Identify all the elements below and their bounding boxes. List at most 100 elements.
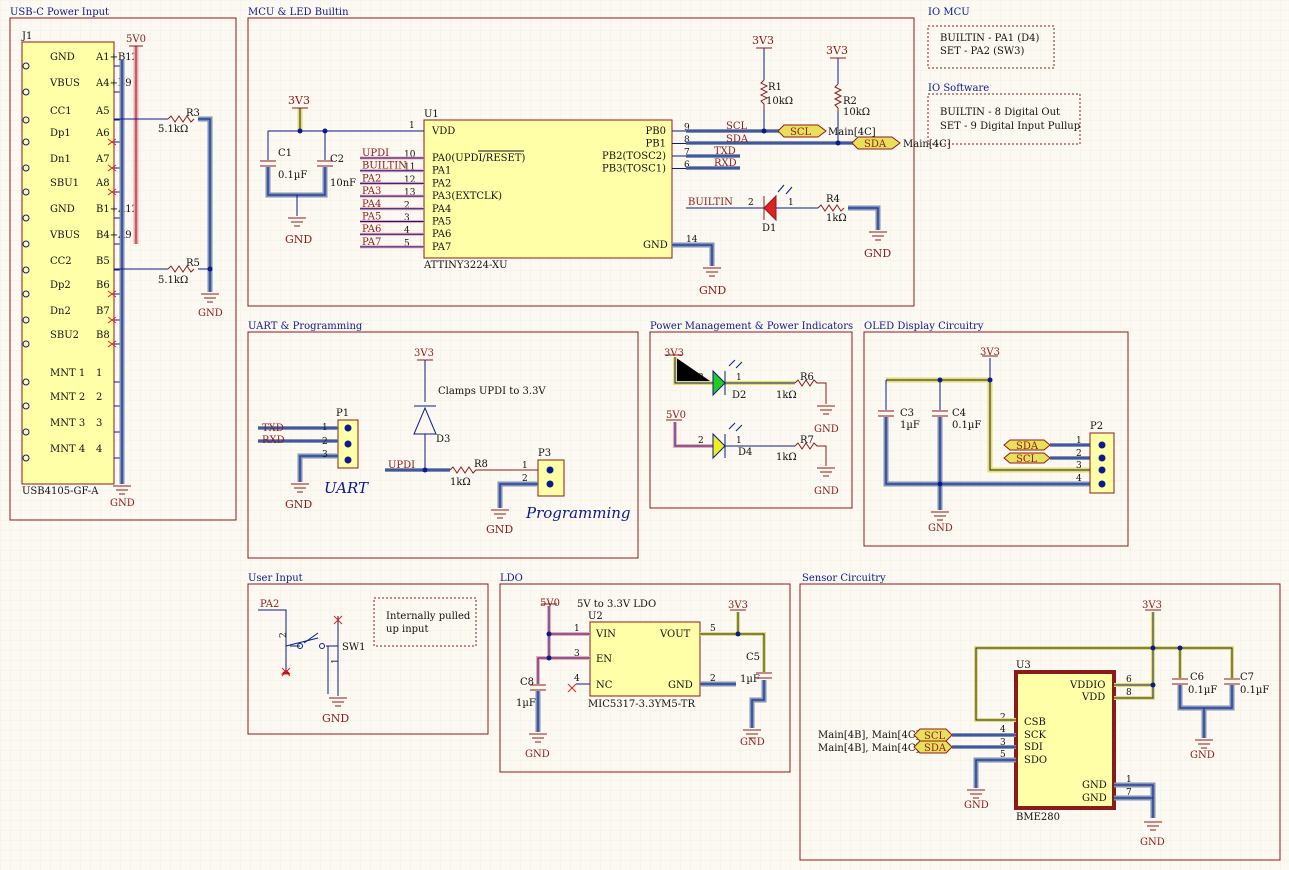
scl-port-label: SCL (790, 127, 812, 138)
p2-n2: 2 (1076, 449, 1082, 459)
usb-pin-name: Dp2 (50, 280, 71, 291)
gnd-symbol-mcu (703, 267, 721, 277)
oled-3v3-label: 3V3 (980, 347, 1000, 358)
c8-value: 1µF (516, 698, 536, 709)
mcu-frame (247, 17, 915, 307)
c3-ref: C3 (900, 408, 914, 419)
scl-port-sensor[interactable]: SCL (913, 728, 953, 742)
ldo-ref: U2 (588, 611, 603, 622)
oled-frame (863, 331, 1129, 547)
c4-ref: C4 (952, 408, 966, 419)
r8-value: 1kΩ (450, 477, 471, 488)
io-sw-line1: BUILTIN - 8 Digital Out (940, 107, 1060, 118)
gnd-symbol-r5 (201, 293, 219, 303)
sensor-sda-sheet-ref: Main[4B], Main[4C] (818, 743, 919, 754)
ldo-n4: 4 (574, 674, 580, 684)
c6-ref: C6 (1190, 672, 1204, 683)
gnd-label-c8: GND (525, 749, 550, 760)
usbc-frame (9, 17, 237, 521)
sda-port-oled[interactable]: SDA (1003, 439, 1051, 452)
p2-ref: P2 (1090, 421, 1103, 432)
sda-port-mcu[interactable]: SDA (851, 136, 901, 150)
scl-sheet-ref: Main[4C] (828, 127, 876, 138)
mcu-left-pins: PA0(UPDI/RESET)10UPDIPA111BUILTINPA212PA… (360, 148, 525, 253)
io-sw-line2: SET - 9 Digital Input Pullup (940, 121, 1080, 132)
c5-ref: C5 (746, 652, 760, 663)
d1-ref: D1 (762, 223, 776, 234)
d1-pin2: 2 (748, 198, 754, 208)
usb-pin-name: MNT 3 (50, 418, 85, 429)
usb-pin-name: SBU2 (50, 330, 79, 341)
pulled-line2: up input (386, 624, 429, 635)
usb-pin-end (22, 454, 30, 462)
mcu-net-label: PA7 (362, 237, 381, 248)
usb-pin-number: A7 (95, 154, 110, 165)
sensor-frame (799, 583, 1281, 861)
usb-pin-name: MNT 1 (50, 368, 85, 379)
ldo-frame (499, 583, 791, 773)
gnd-label-c6c7: GND (1190, 750, 1215, 761)
mcu-chip-body (423, 119, 673, 259)
gnd-symbol-d4 (817, 467, 835, 477)
power-frame (649, 331, 853, 509)
bme-n6: 6 (1126, 675, 1132, 685)
bme-gnd2: GND (1082, 793, 1107, 804)
d2-ref: D2 (732, 390, 746, 401)
r5-value: 5.1kΩ (158, 275, 188, 286)
gnd-symbol-bme (1144, 821, 1162, 831)
no-connect-mark (107, 188, 117, 196)
pulled-line1: Internally pulled (386, 611, 471, 622)
usb-pin-end (22, 62, 30, 70)
usb-pin-number: B8 (96, 330, 110, 341)
mcu-ref: U1 (424, 109, 439, 120)
p3-ref: P3 (538, 448, 551, 459)
uart-frame (247, 331, 639, 559)
r8-ref: R8 (474, 459, 488, 470)
sda-port-sensor[interactable]: SDA (913, 740, 953, 754)
ldo-note: 5V to 3.3V LDO (577, 599, 656, 610)
bme-ref: U3 (1016, 660, 1031, 671)
d4-ref: D4 (738, 447, 752, 458)
mcu-pin-name: PA3(EXTCLK) (432, 191, 502, 202)
bme-n4: 4 (1000, 725, 1006, 735)
gnd-symbol-uart (291, 483, 309, 493)
p3-n2: 2 (522, 474, 528, 484)
mcu-pin-number: 4 (404, 226, 410, 236)
mcu-pin-number: 7 (684, 148, 690, 158)
gnd-label-ldo: GND (740, 737, 765, 748)
c4-value: 0.1µF (952, 420, 981, 431)
mcu-net-label: PA6 (362, 224, 381, 235)
oled-title: OLED Display Circuitry (864, 321, 984, 332)
io-sw-note (927, 93, 1081, 145)
mcu-pin-name: PA2 (432, 178, 451, 189)
p2-n4: 4 (1076, 474, 1082, 484)
mcu-part: ATTINY3224-XU (423, 260, 508, 271)
mcu-pin-number: 5 (404, 239, 410, 249)
r7-ref: R7 (800, 435, 814, 446)
ldo-en: EN (596, 654, 612, 665)
oled-sda-label: SDA (1016, 441, 1039, 452)
usb-pin-end (22, 116, 30, 124)
mcu-net-label: BUILTIN (362, 161, 407, 172)
c7-ref: C7 (1240, 672, 1254, 683)
r3-value: 5.1kΩ (158, 124, 188, 135)
scl-port-oled[interactable]: SCL (1003, 452, 1051, 465)
gnd-symbol-mcu-caps (288, 217, 306, 227)
gnd-label-mcu: GND (699, 284, 726, 297)
usb-pin-name: GND (50, 204, 75, 215)
ldo-3v3-label: 3V3 (728, 600, 748, 611)
mcu-pin-name: PB0 (646, 126, 666, 137)
bme-gnd1: GND (1082, 780, 1107, 791)
user-title: User Input (248, 573, 303, 584)
mcu-gnd-pin: GND (643, 240, 668, 251)
usb-pin-end (22, 240, 30, 248)
p3-n1: 1 (522, 461, 528, 471)
mcu-net-label: PA4 (362, 199, 381, 210)
usb-pin-end (22, 316, 30, 324)
gnd-label-oled: GND (928, 523, 953, 534)
gnd-symbol-usb (113, 485, 131, 495)
gnd-symbol-oled (931, 511, 949, 521)
p2-n3: 3 (1076, 461, 1082, 471)
scl-port-mcu[interactable]: SCL (777, 124, 827, 138)
